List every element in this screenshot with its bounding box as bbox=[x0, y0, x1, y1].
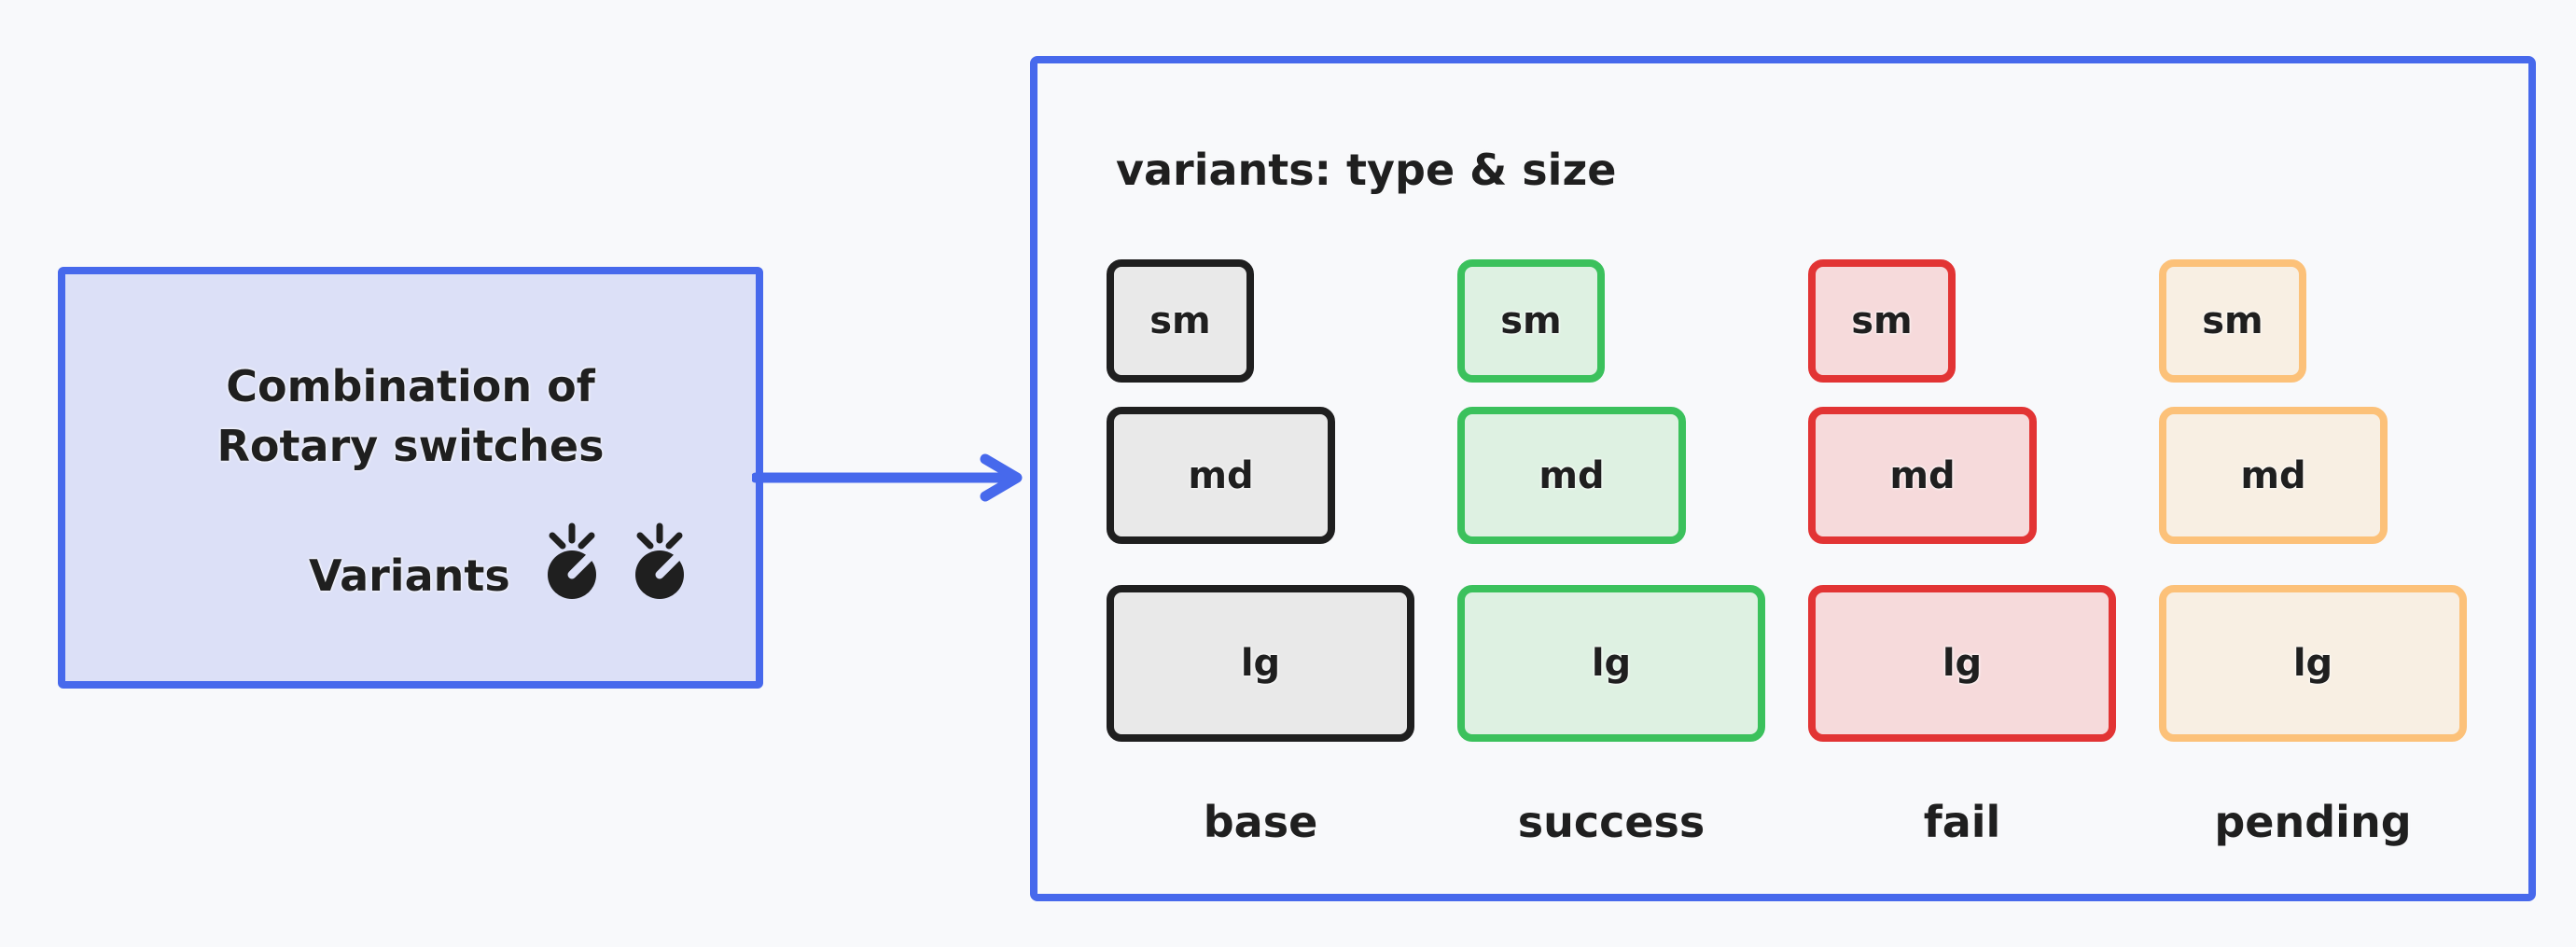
switch-pending-sm: sm bbox=[2159, 259, 2306, 383]
node-title-line1: Combination of bbox=[226, 361, 595, 411]
rotary-knob-icon bbox=[547, 522, 596, 599]
switch-size-label: sm bbox=[2202, 299, 2263, 342]
variant-type-label-fail: fail bbox=[1923, 797, 2001, 847]
switch-size-label: lg bbox=[1591, 642, 1632, 685]
variant-type-label-pending: pending bbox=[2214, 797, 2412, 847]
switch-size-label: md bbox=[1539, 453, 1605, 497]
switch-base-sm: sm bbox=[1107, 259, 1254, 383]
flow-arrow-icon bbox=[752, 453, 1023, 502]
switch-size-label: lg bbox=[1240, 642, 1281, 685]
variant-column-base: sm md lg base bbox=[1107, 259, 1414, 848]
variants-panel: variants: type & size sm md lg base sm bbox=[1030, 56, 2536, 901]
variants-label: Variants bbox=[309, 550, 510, 601]
variant-column-success: sm md lg success bbox=[1457, 259, 1765, 848]
switch-size-label: md bbox=[1889, 453, 1956, 497]
switch-base-lg: lg bbox=[1107, 585, 1414, 742]
switch-pending-lg: lg bbox=[2159, 585, 2467, 742]
switch-size-label: md bbox=[1188, 453, 1254, 497]
switch-base-md: md bbox=[1107, 407, 1335, 544]
variants-row: Variants bbox=[309, 522, 686, 607]
switch-success-lg: lg bbox=[1457, 585, 1765, 742]
panel-title: variants: type & size bbox=[1116, 145, 1617, 195]
variant-type-label-success: success bbox=[1517, 797, 1706, 847]
switch-size-label: sm bbox=[1500, 299, 1562, 342]
switch-fail-sm: sm bbox=[1808, 259, 1956, 383]
switch-pending-md: md bbox=[2159, 407, 2388, 544]
switch-success-sm: sm bbox=[1457, 259, 1605, 383]
node-title-line2: Rotary switches bbox=[216, 421, 605, 471]
switch-fail-md: md bbox=[1808, 407, 2037, 544]
rotary-knob-icon bbox=[634, 522, 684, 599]
switch-size-label: sm bbox=[1851, 299, 1913, 342]
switch-success-md: md bbox=[1457, 407, 1686, 544]
switch-size-label: sm bbox=[1149, 299, 1211, 342]
variant-type-label-base: base bbox=[1203, 797, 1318, 847]
variant-column-pending: sm md lg pending bbox=[2159, 259, 2467, 848]
node-title: Combination of Rotary switches bbox=[65, 356, 756, 476]
variants-grid: sm md lg base sm md lg bbox=[1107, 259, 2467, 848]
switch-size-label: lg bbox=[1942, 642, 1983, 685]
switch-fail-lg: lg bbox=[1808, 585, 2116, 742]
switch-size-label: lg bbox=[2292, 642, 2333, 685]
combination-node: Combination of Rotary switches Variants bbox=[58, 267, 763, 689]
variant-column-fail: sm md lg fail bbox=[1808, 259, 2116, 848]
switch-size-label: md bbox=[2240, 453, 2306, 497]
